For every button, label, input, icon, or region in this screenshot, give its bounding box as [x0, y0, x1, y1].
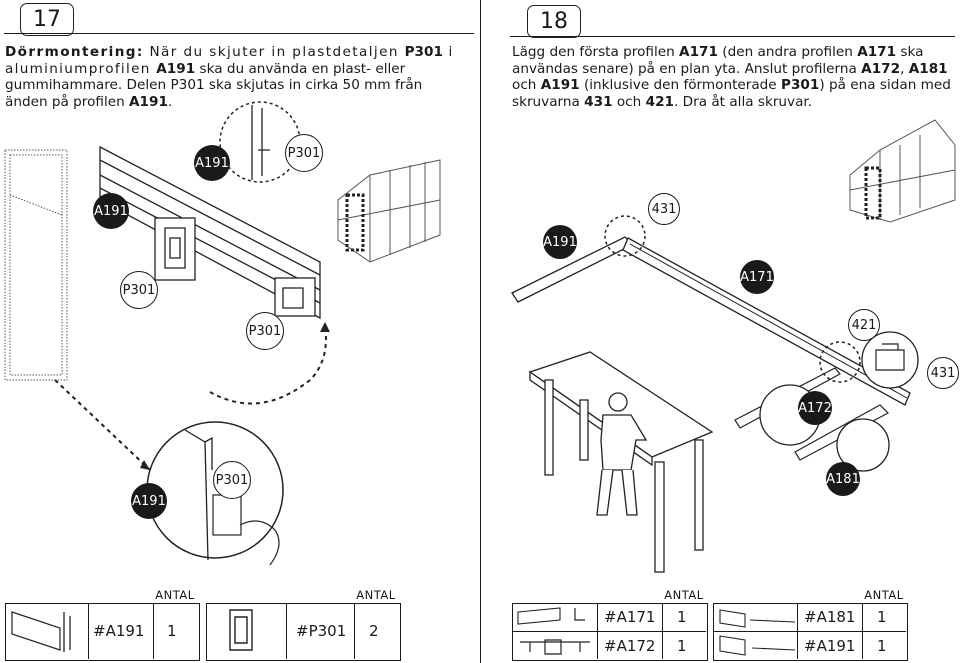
callout-p301-zoom: P301	[213, 461, 251, 499]
part-code-a181: #A181	[804, 608, 856, 626]
callout-a191-top: A191	[194, 145, 230, 181]
part-qty-a172: 1	[677, 636, 687, 655]
callout-p301-top: P301	[285, 134, 323, 172]
callout-421: 421	[848, 309, 880, 341]
parts-sep	[797, 603, 799, 659]
step-17-title: Dörrmontering:	[5, 44, 144, 60]
callout-431-right: 431	[927, 357, 959, 389]
parts-box-a191	[5, 603, 200, 661]
parts-sep	[88, 603, 90, 659]
parts-sep	[713, 631, 906, 633]
step-18-description: Lägg den första profilen A171 (den andra…	[512, 44, 951, 110]
page-divider	[480, 0, 482, 663]
part-code-a191-right: #A191	[804, 636, 856, 655]
parts-box-p301	[206, 603, 401, 661]
parts-sep	[662, 603, 664, 659]
antal-label-1: ANTAL	[155, 588, 195, 602]
part-code-a171: #A171	[604, 608, 656, 626]
part-qty-a191-right: 1	[877, 636, 887, 655]
parts-sep	[354, 603, 356, 659]
step-18-rule	[510, 36, 955, 38]
callout-a172: A172	[798, 391, 832, 425]
part-qty-a191: 1	[167, 622, 177, 640]
callout-a181: A181	[826, 462, 860, 496]
parts-sep	[286, 603, 288, 659]
callout-p301-left: P301	[120, 271, 158, 309]
step-17-description: Dörrmontering: När du skjuter in plastde…	[5, 44, 454, 110]
callout-a171: A171	[740, 260, 774, 294]
part-code-a191: #A191	[93, 622, 145, 640]
callout-431-top: 431	[648, 193, 680, 225]
parts-sep	[153, 603, 155, 659]
callout-p301-mid: P301	[246, 312, 284, 350]
part-code-a172: #A172	[604, 636, 656, 655]
callout-a191-left: A191	[93, 193, 129, 229]
parts-sep	[862, 603, 864, 659]
part-qty-a181: 1	[877, 608, 887, 626]
step-17-rule	[4, 33, 474, 35]
antal-label-2: ANTAL	[356, 588, 396, 602]
part-code-p301: #P301	[296, 622, 347, 640]
part-qty-p301: 2	[369, 622, 379, 640]
step-17-number: 17	[20, 3, 74, 36]
callout-a191: A191	[543, 225, 577, 259]
step-18-number: 18	[527, 5, 581, 38]
antal-label-3: ANTAL	[664, 588, 704, 602]
parts-sep	[512, 631, 706, 633]
antal-label-4: ANTAL	[864, 588, 904, 602]
part-qty-a171: 1	[677, 608, 687, 626]
parts-sep	[597, 603, 599, 659]
callout-a191-zoom: A191	[131, 483, 167, 519]
